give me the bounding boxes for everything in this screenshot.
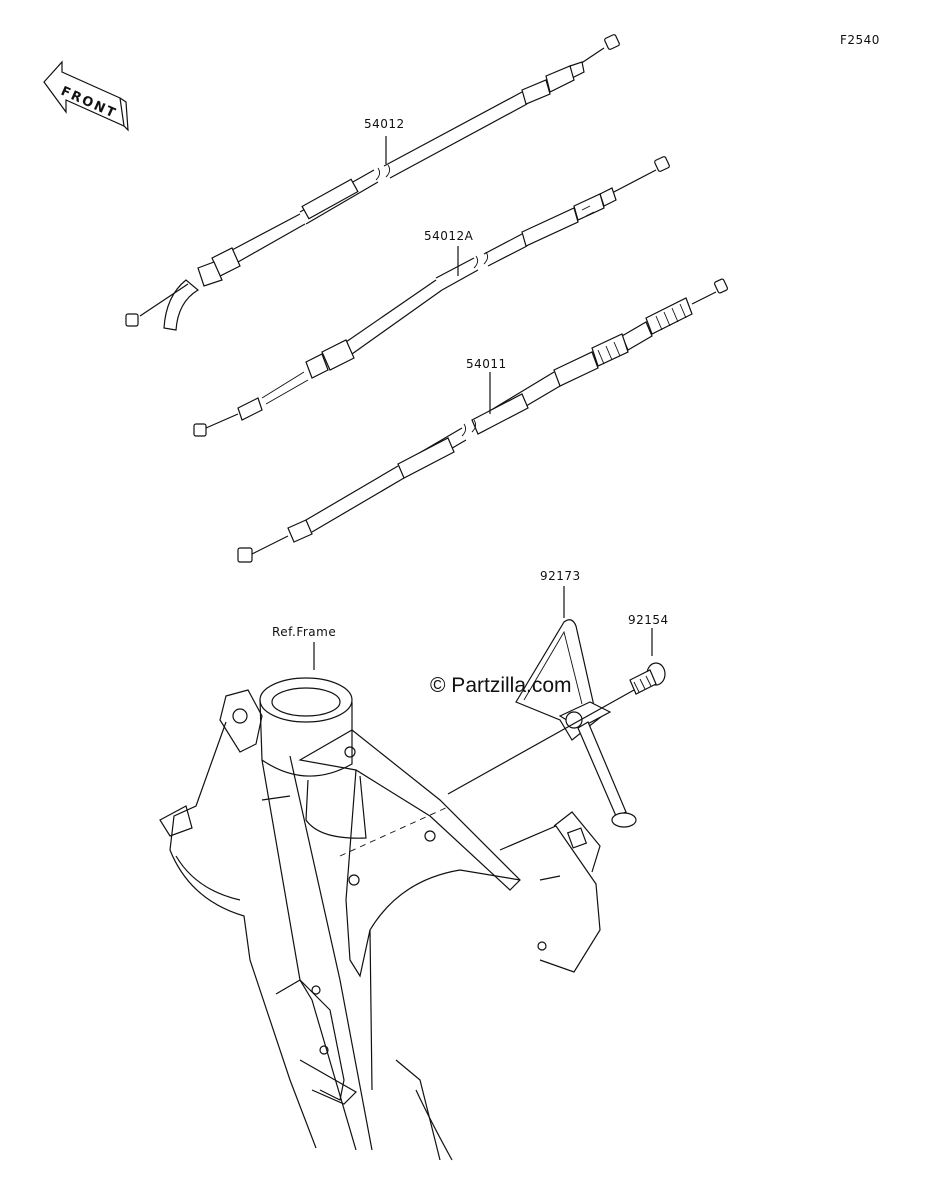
callout-54012: 54012 <box>364 117 405 131</box>
callout-92154: 92154 <box>628 613 669 627</box>
cable-guide-92173: 92173 <box>515 569 637 828</box>
callout-54012A: 54012A <box>424 229 474 243</box>
bolt-92154: 92154 <box>447 613 669 795</box>
frame: Ref.Frame <box>159 625 601 1161</box>
cable-54011: 54011 <box>237 278 729 563</box>
callout-92173: 92173 <box>540 569 581 583</box>
callout-54011: 54011 <box>466 357 507 371</box>
watermark: © Partzilla.com <box>430 674 572 697</box>
front-arrow-icon: FRONT <box>43 60 129 132</box>
callout-ref-frame: Ref.Frame <box>272 625 336 639</box>
figure-code: F2540 <box>840 33 880 47</box>
cable-54012A: 54012A <box>193 156 670 437</box>
cable-54012: 54012 <box>125 34 620 331</box>
